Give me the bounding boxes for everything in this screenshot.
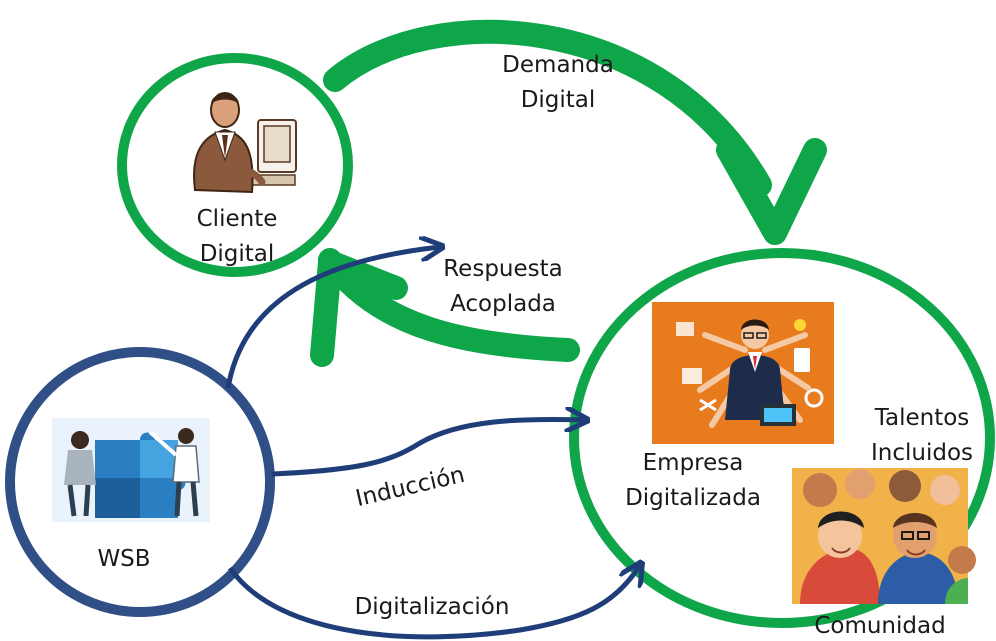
respuesta-navy-arrow — [225, 247, 440, 389]
demanda-label-line2: Digital — [521, 87, 596, 113]
person-at-computer-icon — [193, 92, 297, 194]
empresa-label-line1: Empresa — [643, 450, 744, 476]
cliente-label-line2: Digital — [200, 241, 275, 267]
cliente-label-line1: Cliente — [197, 206, 278, 232]
talentos-label-line1: Talentos — [874, 405, 970, 431]
empresa-label-line2: Digitalizada — [625, 485, 761, 511]
demanda-label-line1: Demanda — [502, 52, 614, 78]
multitasking-businessman-icon — [652, 302, 834, 444]
comunidad-label: Comunidad — [814, 613, 945, 639]
team-puzzle-icon — [52, 418, 210, 522]
talentos-label-line2: Incluidos — [871, 440, 973, 466]
wsb-label: WSB — [97, 546, 150, 572]
respuesta-label-line2: Acoplada — [450, 291, 556, 317]
digitalizacion-arrow — [227, 565, 640, 640]
respuesta-label-line1: Respuesta — [443, 256, 563, 282]
crowd-of-people-icon — [792, 468, 976, 604]
induccion-arrow — [271, 419, 585, 477]
digitalizacion-label: Digitalización — [355, 594, 510, 620]
induccion-label: Inducción — [353, 462, 467, 512]
demanda-digital-arrow — [323, 19, 827, 245]
respuesta-acoplada-arrow — [310, 248, 580, 367]
